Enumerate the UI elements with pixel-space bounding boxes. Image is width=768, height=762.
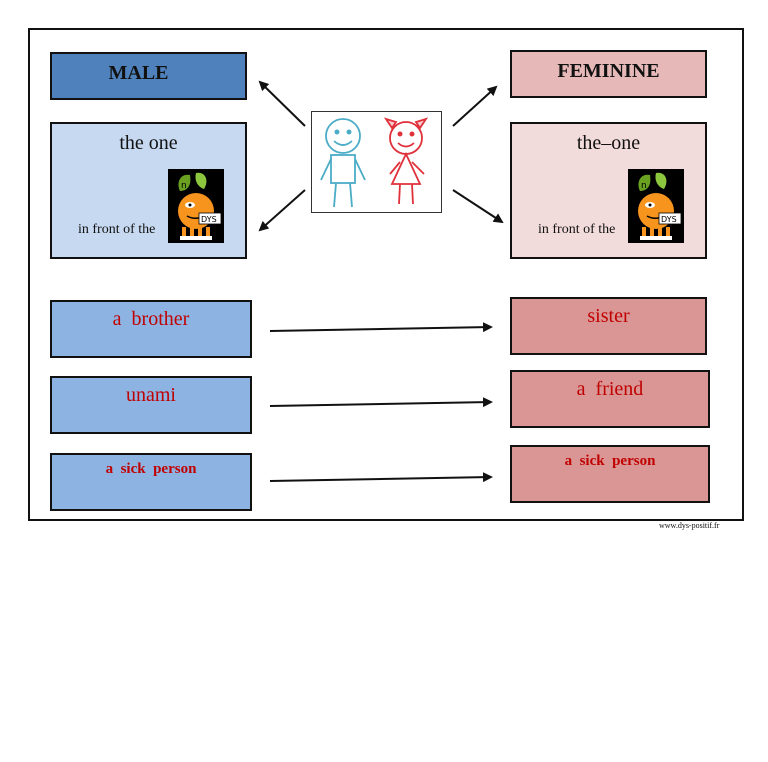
mascot-badge-letter: n bbox=[181, 181, 187, 191]
dys-mascot-icon: n DYS bbox=[628, 169, 684, 243]
female-word-1: sister bbox=[587, 305, 630, 327]
male-article-card: the one in front of the n DYS bbox=[50, 122, 247, 259]
male-word-3: a sick person bbox=[105, 461, 197, 477]
male-card-title: the one bbox=[119, 132, 178, 154]
male-word-box-1: a brother bbox=[50, 300, 252, 358]
male-header-label: MALE bbox=[108, 62, 169, 84]
male-word-box-2: unami bbox=[50, 376, 252, 434]
feminine-article-card: the–one in front of the n DYS bbox=[510, 122, 707, 259]
mascot-badge-text: DYS bbox=[661, 215, 677, 224]
worksheet-frame bbox=[28, 28, 744, 521]
dys-mascot-icon: n DYS bbox=[168, 169, 224, 243]
male-word-1: a brother bbox=[112, 308, 190, 330]
footer-url: www.dys-positif.fr bbox=[659, 521, 720, 530]
female-word-box-2: a friend bbox=[510, 370, 710, 428]
mascot-badge-letter: n bbox=[641, 181, 647, 191]
male-word-box-3: a sick person bbox=[50, 453, 252, 511]
feminine-header-box: FEMININE bbox=[510, 50, 707, 98]
boy-girl-illustration bbox=[311, 111, 442, 213]
mascot-badge-text: DYS bbox=[201, 215, 217, 224]
girl-figure-icon bbox=[383, 117, 429, 205]
boy-girl-icon bbox=[320, 117, 429, 208]
feminine-card-subtitle: in front of the bbox=[538, 222, 616, 237]
feminine-header-label: FEMININE bbox=[557, 60, 660, 82]
female-word-box-3: a sick person bbox=[510, 445, 710, 503]
male-word-2: unami bbox=[126, 384, 176, 406]
boy-figure-icon bbox=[320, 118, 366, 208]
female-word-3: a sick person bbox=[564, 453, 656, 469]
male-card-subtitle: in front of the bbox=[78, 222, 156, 237]
female-word-box-1: sister bbox=[510, 297, 707, 355]
male-header-box: MALE bbox=[50, 52, 247, 100]
feminine-card-title: the–one bbox=[576, 132, 641, 154]
female-word-2: a friend bbox=[576, 378, 644, 400]
